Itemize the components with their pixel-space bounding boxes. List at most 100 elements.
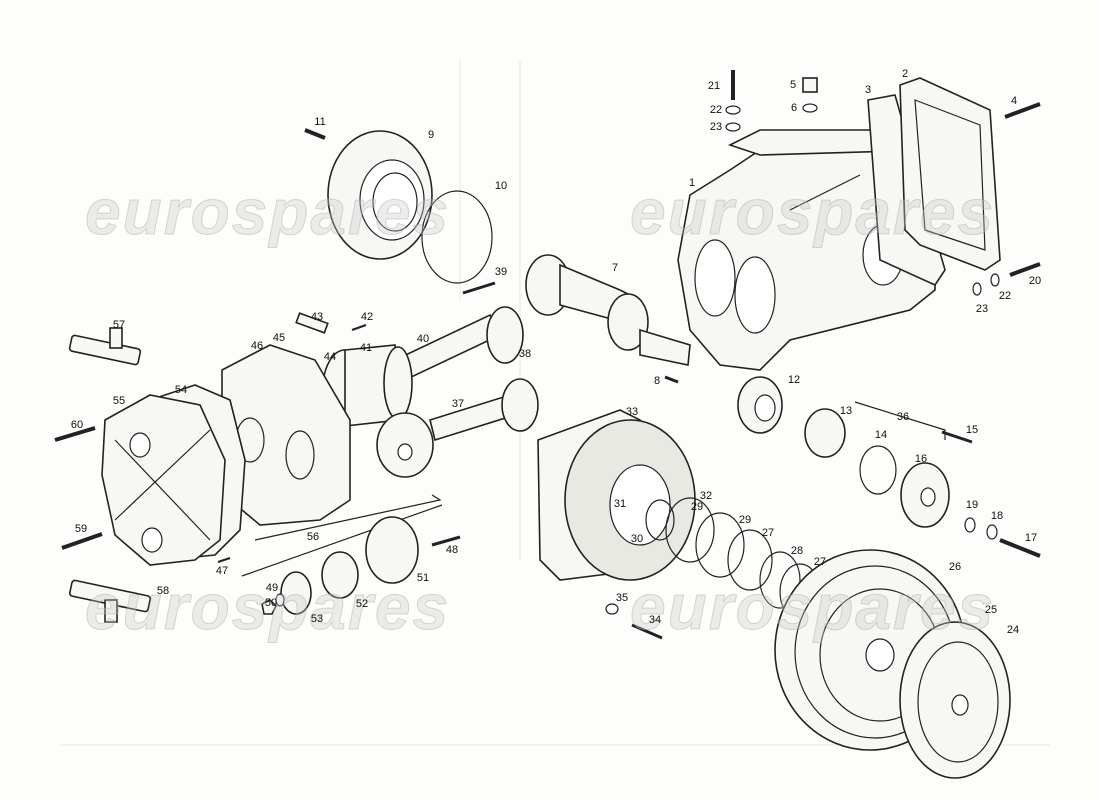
part-57-fitting: [68, 327, 142, 366]
callout-55: 55: [112, 395, 126, 407]
callout-13: 13: [839, 405, 853, 417]
callout-6: 6: [790, 102, 798, 114]
callout-33: 33: [625, 406, 639, 418]
part-33-clutch-housing: [537, 409, 696, 581]
part-22-washer-b: [990, 273, 1000, 287]
callout-22: 22: [998, 290, 1012, 302]
callout-1: 1: [688, 177, 696, 189]
callout-31: 31: [613, 498, 627, 510]
callout-46: 46: [250, 340, 264, 352]
callout-44: 44: [323, 351, 337, 363]
callout-58: 58: [156, 585, 170, 597]
callout-43: 43: [310, 311, 324, 323]
watermark: eurospares: [629, 176, 996, 249]
callout-3: 3: [864, 84, 872, 96]
callout-59: 59: [74, 523, 88, 535]
part-23-washer: [725, 122, 741, 132]
callout-29: 29: [738, 514, 752, 526]
part-52-valve-disc: [321, 551, 359, 599]
bracket-36: [854, 401, 946, 440]
part-40-connecting-rod: [393, 306, 524, 382]
part-60-bolt: [54, 426, 96, 442]
part-50-nut: [261, 599, 277, 615]
callout-57: 57: [112, 319, 126, 331]
callout-15: 15: [965, 424, 979, 436]
part-24-clutch-plate: [899, 621, 1011, 779]
callout-19: 19: [965, 499, 979, 511]
part-30-ring: [645, 499, 675, 541]
callout-50: 50: [264, 597, 278, 609]
part-15-bolt: [941, 430, 973, 444]
part-10-o-ring: [421, 190, 493, 284]
part-38-connecting-rod: [429, 378, 539, 442]
part-55-cylinder-head: [101, 394, 226, 566]
bracket-56: [254, 494, 442, 541]
callout-22: 22: [709, 104, 723, 116]
callout-27: 27: [813, 556, 827, 568]
callout-24: 24: [1006, 624, 1020, 636]
part-48-bolt: [431, 535, 461, 547]
callout-5: 5: [789, 79, 797, 91]
callout-29: 29: [690, 501, 704, 513]
callout-28: 28: [790, 545, 804, 557]
part-20-bolt: [1009, 262, 1041, 277]
callout-11: 11: [314, 116, 326, 128]
part-6-washer: [802, 103, 818, 113]
part-9-bearing-housing: [327, 130, 433, 260]
part-34-bolt: [631, 623, 663, 640]
part-14-o-ring: [859, 445, 897, 495]
callout-54: 54: [174, 384, 188, 396]
part-49-washer: [275, 593, 285, 607]
callout-10: 10: [494, 180, 508, 192]
part-22-washer: [725, 105, 741, 115]
part-37-piston: [376, 412, 434, 478]
part-42-clip: [351, 324, 367, 331]
callout-51: 51: [416, 572, 430, 584]
part-19-washer: [964, 517, 976, 533]
watermark: eurospares: [629, 571, 996, 644]
part-4-bolt: [1004, 102, 1041, 119]
part-23-washer-b: [972, 282, 982, 296]
callout-21: 21: [707, 80, 721, 92]
watermark: eurospares: [84, 571, 451, 644]
callout-48: 48: [445, 544, 459, 556]
part-1-crankcase: [677, 129, 936, 371]
callout-16: 16: [914, 453, 928, 465]
part-29-spring: [665, 497, 773, 591]
callout-39: 39: [494, 266, 508, 278]
part-35-washer: [605, 603, 619, 615]
callout-42: 42: [360, 311, 374, 323]
part-58-fitting: [68, 579, 152, 623]
callout-17: 17: [1024, 532, 1038, 544]
callout-41: 41: [359, 342, 373, 354]
callout-34: 34: [648, 614, 662, 626]
callout-12: 12: [787, 374, 801, 386]
part-43-pin: [295, 312, 329, 334]
callout-45: 45: [272, 332, 286, 344]
callout-27: 27: [761, 527, 775, 539]
callout-7: 7: [611, 262, 619, 274]
callout-32: 32: [699, 490, 713, 502]
part-13-seal: [804, 408, 846, 458]
callout-30: 30: [630, 533, 644, 545]
callout-20: 20: [1028, 275, 1042, 287]
callout-26: 26: [948, 561, 962, 573]
callout-36: 36: [896, 411, 910, 423]
part-7-crankshaft: [525, 254, 691, 366]
part-5-plug: [802, 77, 818, 93]
part-8-key: [664, 375, 679, 384]
callout-23: 23: [709, 121, 723, 133]
callout-8: 8: [653, 375, 661, 387]
part-47-pin: [217, 557, 231, 563]
callout-56: 56: [306, 531, 320, 543]
part-18-washer: [986, 524, 998, 540]
callout-9: 9: [427, 129, 435, 141]
callout-18: 18: [990, 510, 1004, 522]
callout-52: 52: [355, 598, 369, 610]
callout-40: 40: [416, 333, 430, 345]
callout-37: 37: [451, 398, 465, 410]
callout-60: 60: [70, 419, 84, 431]
part-2-cover: [899, 77, 1001, 271]
